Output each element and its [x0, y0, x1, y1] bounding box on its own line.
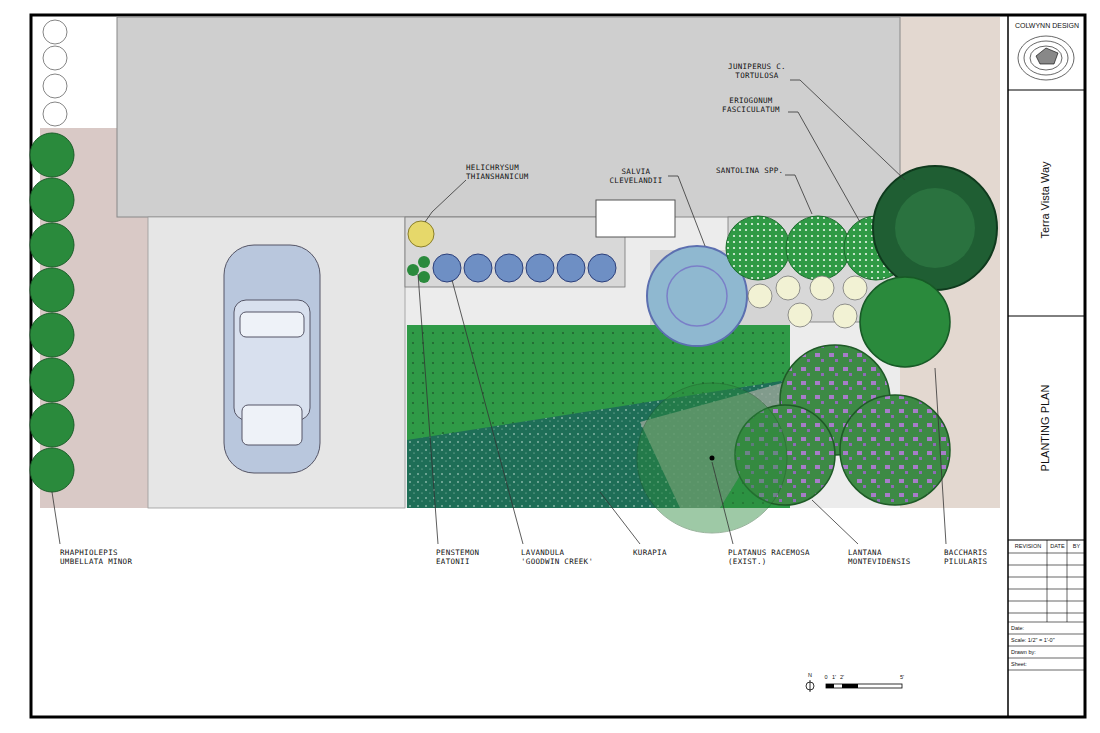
plant-label: LANTANA MONTEVIDENSIS: [848, 548, 928, 566]
field-label: Date:: [1011, 625, 1081, 631]
sheet-title: PLANTING PLAN: [1039, 385, 1051, 472]
plant-label: HELICHRYSUM THIANSHANICUM: [466, 163, 536, 181]
plant-label: BACCHARIS PILULARIS: [944, 548, 1004, 566]
scale-number: 0: [821, 674, 831, 680]
table-header: DATE: [1048, 543, 1067, 549]
project-name: Terra Vista Way: [1039, 161, 1051, 238]
field-label: Drawn by:: [1011, 649, 1081, 655]
scale-number: 5': [897, 674, 907, 680]
scale-number: 1': [829, 674, 839, 680]
firm-name: COLWYNN DESIGN: [1010, 22, 1084, 30]
north-label: N: [805, 672, 815, 678]
plant-label: PLATANUS RACEMOSA (EXIST.): [728, 548, 820, 566]
table-header: REVISION: [1009, 543, 1047, 549]
plant-label: JUNIPERUS C. TORTULOSA: [722, 62, 792, 80]
plant-label: PENSTEMON EATONII: [436, 548, 496, 566]
plant-label: RHAPHIOLEPIS UMBELLATA MINOR: [60, 548, 150, 566]
plant-label: SALVIA CLEVELANDII: [604, 167, 668, 185]
plant-label: KURAPIA: [633, 548, 683, 557]
scale-number: 2': [837, 674, 847, 680]
table-header: BY: [1068, 543, 1085, 549]
field-label: Scale: 1/2" = 1'-0": [1011, 637, 1083, 643]
plant-label: LAVANDULA 'GOODWIN CREEK': [521, 548, 601, 566]
plant-label: ERIOGONUM FASCICULATUM: [712, 96, 790, 114]
plant-label: SANTOLINA SPP.: [716, 166, 786, 175]
field-label: Sheet:: [1011, 661, 1081, 667]
